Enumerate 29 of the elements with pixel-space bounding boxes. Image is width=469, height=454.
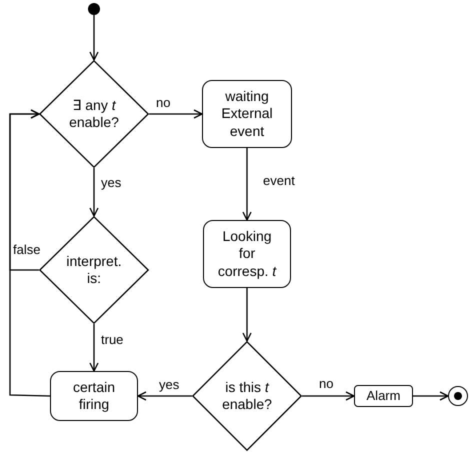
process-box [203, 220, 291, 288]
arrow [242, 288, 252, 342]
arrow [89, 168, 99, 217]
arrow [413, 391, 449, 401]
process-box [354, 385, 413, 407]
arrow [137, 391, 192, 401]
decision-diamond [39, 216, 149, 324]
process-label: Looking for corresp. t [216, 228, 278, 280]
arrow [149, 109, 203, 119]
arrow [242, 148, 252, 221]
decision-text: interpret. is: [65, 252, 123, 288]
process-box [202, 80, 292, 148]
decision-text: is this t enable? [221, 378, 273, 414]
arrow [89, 15, 99, 61]
decision-diamond [192, 341, 302, 451]
edge-label: event [262, 174, 296, 187]
process-box [50, 371, 138, 421]
process-label: certain firing [72, 378, 116, 414]
end-node [448, 386, 468, 406]
arrow [89, 324, 99, 372]
process-label: waiting External event [220, 88, 274, 140]
process-label: Alarm [366, 388, 400, 404]
arrow [302, 391, 355, 401]
edge-label: false [12, 243, 42, 256]
edge-label: true [100, 333, 124, 346]
decision-diamond [39, 60, 149, 168]
decision-text: ∃ any t enable? [68, 96, 120, 132]
start-node [88, 3, 100, 15]
arrow [9, 109, 50, 397]
